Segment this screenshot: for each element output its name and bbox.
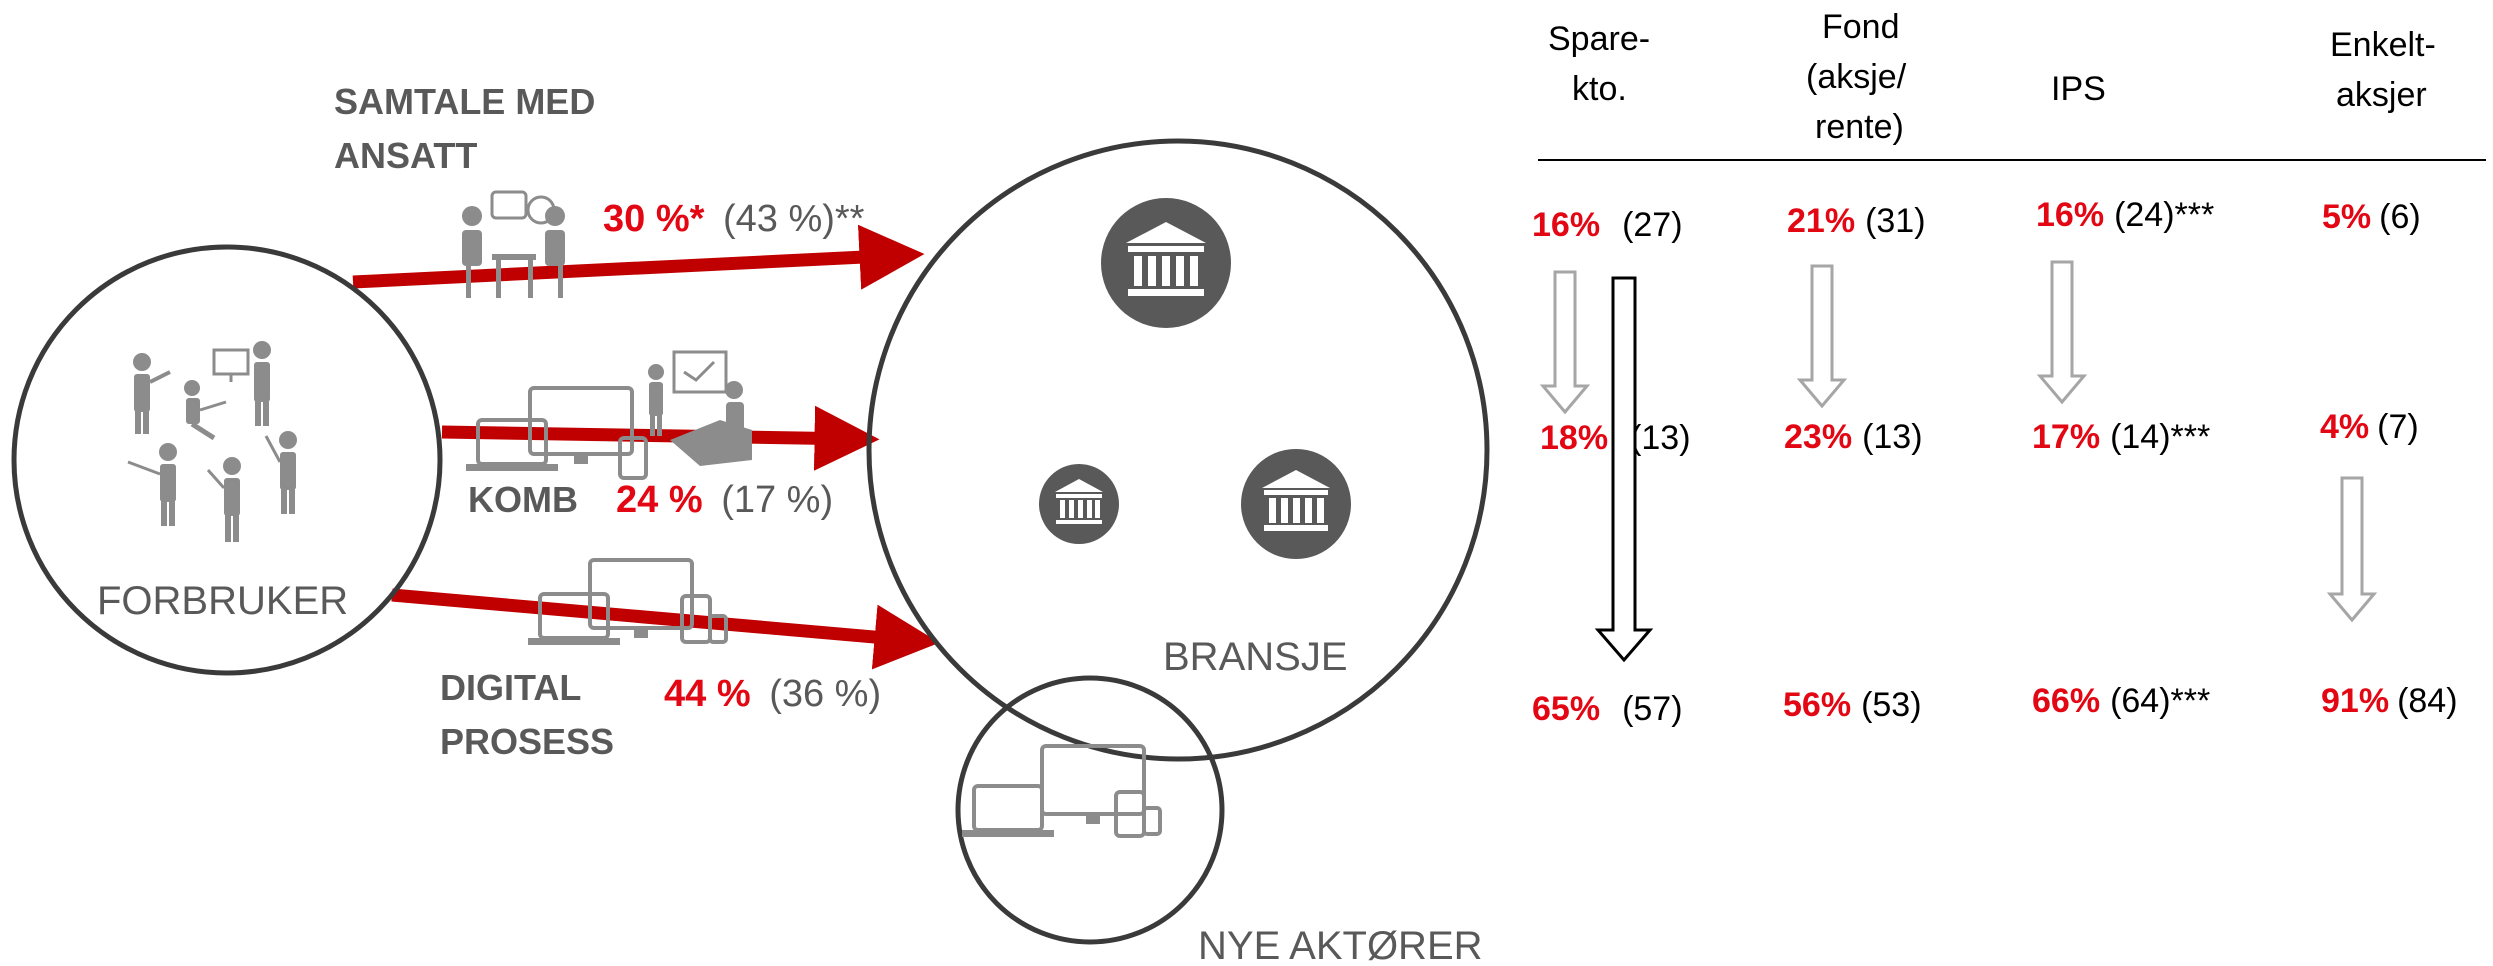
digital-share: 44 % (36 %) <box>664 673 881 715</box>
row2-ips: 17% (14)*** <box>2032 418 2210 456</box>
row2-fund-prev: (13) <box>1862 418 1922 456</box>
row1-ips-value: 16% <box>2036 196 2104 234</box>
combo-share-prev: (17 %) <box>721 479 833 521</box>
col-header-fund-line3: rente) <box>1815 108 1904 146</box>
row2-stocks-prev: (7) <box>2377 408 2419 446</box>
down-arrow-ips <box>2036 260 2088 405</box>
combo-label: KOMB <box>468 479 578 520</box>
row1-fund-prev: (31) <box>1865 202 1925 240</box>
col-header-fund-line2: (aksje/ <box>1806 58 1907 96</box>
col-header-stocks-line2: aksjer <box>2336 76 2427 114</box>
row2-savings: 18% (13) <box>1540 419 1691 457</box>
row3-savings-prev: (57) <box>1622 690 1682 728</box>
industry-circle <box>866 138 1490 762</box>
row3-savings-value: 65% <box>1532 690 1600 728</box>
down-arrow-savings-short <box>1539 270 1591 415</box>
row1-savings-prev: (27) <box>1622 206 1682 244</box>
consumer-label: FORBRUKER <box>97 579 348 623</box>
digital-devices-icon <box>528 558 728 645</box>
col-header-ips: IPS <box>2051 70 2106 108</box>
row3-ips: 66% (64)*** <box>2032 682 2210 720</box>
row3-stocks-value: 91% <box>2321 682 2389 720</box>
row1-stocks-value: 5% <box>2322 198 2371 236</box>
new-players-label: NYE AKTØRER <box>1198 924 1483 966</box>
col-header-stocks-line1: Enkelt- <box>2330 26 2436 64</box>
row1-ips-prev: (24)*** <box>2114 196 2214 234</box>
combo-share-value: 24 % <box>616 479 703 521</box>
conversation-share-prev: (43 %)** <box>723 198 865 240</box>
row3-savings: 65% (57) <box>1532 690 1683 728</box>
digital-arrow <box>391 588 940 670</box>
row2-stocks-value: 4% <box>2320 408 2369 446</box>
conversation-label-line1: SAMTALE MED <box>334 81 595 122</box>
col-header-fund-line1: Fond <box>1822 8 1900 46</box>
presenter-icon <box>648 350 752 466</box>
row3-fund-prev: (53) <box>1861 686 1921 724</box>
row2-ips-value: 17% <box>2032 418 2100 456</box>
new-players-circle <box>955 675 1225 945</box>
conversation-share-value: 30 %* <box>603 198 705 240</box>
combo-devices-icon <box>466 386 648 480</box>
row3-stocks: 91%(84) <box>2321 682 2458 720</box>
row3-fund-value: 56% <box>1783 686 1851 724</box>
digital-label-line1: DIGITAL <box>440 667 581 708</box>
conversation-share: 30 %* (43 %)** <box>603 198 865 240</box>
digital-label-line2: PROSESS <box>440 721 614 762</box>
bank-icon-large <box>1101 198 1231 328</box>
row2-fund-value: 23% <box>1784 418 1852 456</box>
people-group-icon <box>127 341 297 542</box>
conversation-arrow <box>352 224 925 290</box>
row3-ips-value: 66% <box>2032 682 2100 720</box>
digital-share-value: 44 % <box>664 673 751 715</box>
row2-fund: 23% (13) <box>1784 418 1923 456</box>
row2-savings-value: 18% <box>1540 419 1608 457</box>
row1-stocks-prev: (6) <box>2379 198 2421 236</box>
meeting-icon <box>462 190 565 298</box>
col-header-savings-line1: Spare- <box>1548 20 1650 58</box>
bank-icon-medium <box>1241 449 1351 559</box>
row2-stocks: 4%(7) <box>2320 408 2419 446</box>
industry-label: BRANSJE <box>1163 635 1348 679</box>
conversation-label-line2: ANSATT <box>334 135 477 176</box>
bank-icon-small <box>1039 464 1119 544</box>
row3-ips-prev: (64)*** <box>2110 682 2210 720</box>
down-arrow-savings-long <box>1594 276 1654 663</box>
new-players-devices-icon <box>962 744 1162 838</box>
row1-fund-value: 21% <box>1787 202 1855 240</box>
col-header-savings-line2: kto. <box>1572 70 1627 108</box>
down-arrow-fund <box>1796 264 1848 409</box>
row1-fund: 21% (31) <box>1787 202 1926 240</box>
row3-fund: 56% (53) <box>1783 686 1922 724</box>
row1-savings: 16% (27) <box>1532 206 1683 244</box>
row2-ips-prev: (14)*** <box>2110 418 2210 456</box>
digital-share-prev: (36 %) <box>769 673 881 715</box>
row1-savings-value: 16% <box>1532 206 1600 244</box>
row2-savings-prev: (13) <box>1630 419 1690 457</box>
combo-share: 24 % (17 %) <box>616 479 833 521</box>
row3-stocks-prev: (84) <box>2397 682 2457 720</box>
row1-stocks: 5%(6) <box>2322 198 2421 236</box>
consumer-circle <box>11 244 443 676</box>
down-arrow-stocks <box>2326 476 2378 623</box>
row1-ips: 16% (24)*** <box>2036 196 2214 234</box>
